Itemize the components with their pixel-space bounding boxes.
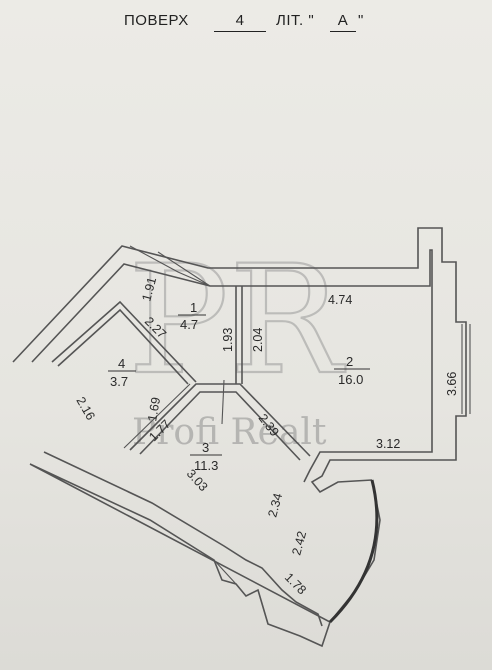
room-3-number: 3 (202, 440, 209, 455)
room-4-area: 3.7 (110, 374, 128, 389)
floor-label: ПОВЕРХ (124, 12, 189, 29)
wall-room3-top-inner (139, 391, 301, 461)
top-diagonal-wall (129, 245, 211, 287)
floor-value: 4 (235, 12, 245, 29)
lit-underline (330, 31, 356, 32)
wall-room3-top (129, 383, 311, 457)
wall-corridor-vertical (235, 286, 243, 384)
wall-room4-inner (57, 308, 189, 385)
bottom-notch (213, 559, 269, 625)
outer-wall-inner (31, 249, 433, 627)
dim-2-16: 2.16 (73, 395, 97, 423)
watermark-logo: PR (128, 234, 346, 408)
window-right (461, 324, 471, 414)
room-2-area: 16.0 (338, 372, 363, 387)
floor-underline (214, 31, 266, 32)
dim-3-66: 3.66 (445, 372, 459, 396)
dim-3-12: 3.12 (376, 437, 400, 451)
room-1-area: 4.7 (180, 317, 198, 332)
dim-1-69: 1.69 (145, 396, 163, 422)
room-4-number: 4 (118, 356, 125, 371)
floor-header: ПОВЕРХ 4 ЛІТ. " А " (0, 10, 492, 36)
dim-4-74: 4.74 (328, 293, 352, 307)
lit-label: ЛІТ. " (276, 12, 315, 29)
wall-room4-top (51, 300, 197, 383)
dim-2-34: 2.34 (265, 492, 285, 519)
partition-3-divider (221, 379, 225, 425)
dim-1-91: 1.91 (139, 276, 159, 303)
lit-close-quote: " (358, 12, 364, 29)
room-2-number: 2 (346, 354, 353, 369)
room-3-area: 11.3 (194, 458, 218, 473)
watermark-text: Profi Realt (132, 412, 327, 453)
room-1-number: 1 (190, 300, 197, 315)
wall-room3-left (123, 383, 191, 449)
dim-2-42: 2.42 (289, 530, 309, 557)
lit-value: А (337, 12, 349, 29)
dim-1-93: 1.93 (221, 328, 235, 352)
balcony-arc (328, 479, 379, 624)
dim-2-04: 2.04 (251, 328, 265, 352)
